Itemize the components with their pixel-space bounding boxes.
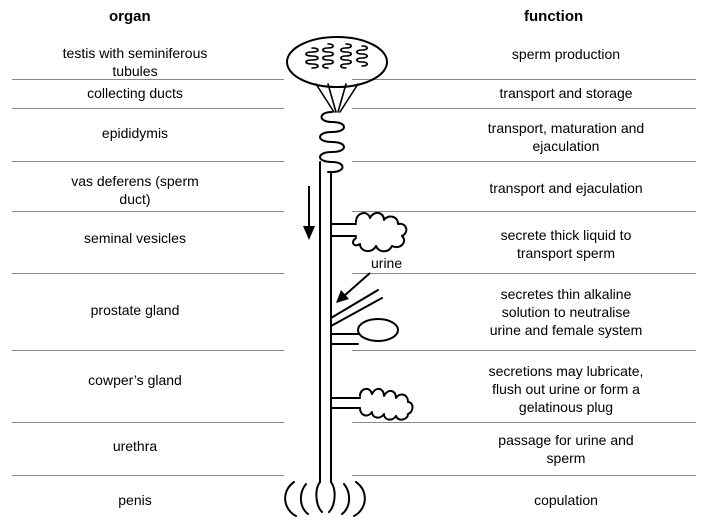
- row-divider: [352, 108, 696, 109]
- prostate-gland-shape: [330, 333, 359, 345]
- row-divider: [12, 108, 284, 109]
- urine-arrow: [336, 272, 371, 303]
- function-collecting-ducts: transport and storage: [499, 85, 633, 101]
- function-prostate-gland: secretes thin alkaline solution to neutr…: [489, 286, 643, 338]
- function-cowpers-gland: secretions may lubricate, flush out urin…: [488, 363, 644, 415]
- organ-seminal-vesicles: seminal vesicles: [84, 230, 186, 246]
- row-divider: [12, 422, 284, 423]
- organ-urethra: urethra: [112, 438, 158, 454]
- row-divider: [352, 211, 696, 212]
- organ-epididymis: epididymis: [101, 125, 169, 141]
- function-vas-deferens: transport and ejaculation: [489, 180, 643, 196]
- organ-penis: penis: [118, 492, 152, 508]
- row-divider: [352, 475, 696, 476]
- penis-shape: [284, 481, 366, 517]
- row-divider: [12, 211, 284, 212]
- row-divider: [352, 350, 696, 351]
- row-divider: [352, 161, 696, 162]
- epididymis-shape: [319, 111, 345, 173]
- function-column-header: function: [524, 8, 584, 25]
- organ-testis: testis with seminiferous tubules: [62, 45, 208, 79]
- organ-vas-deferens: vas deferens (sperm duct): [71, 173, 199, 207]
- organ-cowpers-gland: cowper’s gland: [88, 372, 182, 388]
- testis-shape: [286, 36, 388, 88]
- collecting-ducts-shape: [315, 83, 359, 113]
- function-penis: copulation: [534, 492, 598, 508]
- prostate-gland-bulb: [357, 318, 399, 342]
- urine-inlet: [330, 289, 383, 327]
- seminiferous-tubules: [305, 43, 369, 69]
- cowpers-gland-shape: [330, 388, 414, 421]
- function-epididymis: transport, maturation and ejaculation: [487, 120, 645, 154]
- function-testis: sperm production: [511, 46, 621, 62]
- urine-label: urine: [371, 255, 402, 271]
- function-urethra: passage for urine and sperm: [498, 432, 634, 466]
- row-divider: [352, 422, 696, 423]
- row-divider: [12, 475, 284, 476]
- row-divider: [352, 273, 696, 274]
- row-divider: [352, 79, 696, 80]
- seminal-vesicle-shape: [330, 212, 408, 253]
- row-divider: [12, 161, 284, 162]
- function-seminal-vesicles: secrete thick liquid to transport sperm: [500, 227, 632, 261]
- organ-prostate-gland: prostate gland: [90, 302, 180, 318]
- downward-flow-arrow: [303, 186, 315, 240]
- organ-column-header: organ: [109, 8, 151, 25]
- organ-collecting-ducts: collecting ducts: [87, 85, 183, 101]
- row-divider: [12, 350, 284, 351]
- row-divider: [12, 273, 284, 274]
- row-divider: [12, 79, 284, 80]
